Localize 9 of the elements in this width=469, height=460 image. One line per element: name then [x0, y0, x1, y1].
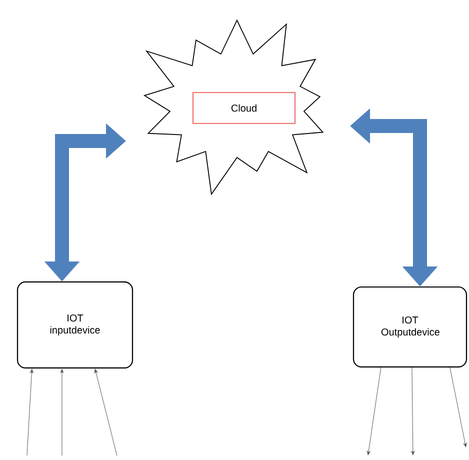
arrow [450, 367, 467, 448]
arrow [94, 368, 118, 456]
device-box: IOT Outputdevice [352, 286, 468, 368]
arrow [26, 368, 34, 456]
arrow [411, 367, 415, 456]
arrow [60, 368, 64, 456]
device-box: IOT inputdevice [16, 281, 134, 369]
label-box: Cloud [192, 92, 296, 124]
arrow [366, 367, 382, 456]
